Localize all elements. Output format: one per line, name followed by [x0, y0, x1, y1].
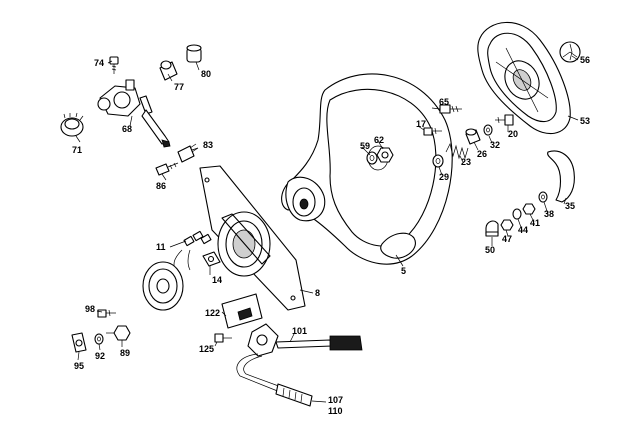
part-14-clip [202, 251, 221, 267]
part-98-screw [97, 309, 116, 318]
part-89-bolt [106, 325, 131, 341]
part-59-washer [366, 151, 378, 165]
callout-14: 14 [212, 275, 222, 285]
callout-labels: 74 80 77 68 71 83 86 11 14 8 5 62 59 65 … [72, 55, 590, 416]
callout-5: 5 [401, 266, 406, 276]
part-11-wire-connectors [173, 230, 212, 271]
part-74-bolt [109, 56, 119, 74]
part-20-bolt [495, 114, 514, 126]
part-53-horn-pad [477, 21, 571, 135]
callout-20: 20 [508, 129, 518, 139]
part-23-spring [445, 142, 469, 160]
callout-92: 92 [95, 351, 105, 361]
part-44-washer [512, 208, 522, 220]
callout-74: 74 [94, 58, 104, 68]
part-50-cap-nut [485, 220, 499, 237]
part-125-screw [214, 333, 232, 343]
callout-89: 89 [120, 348, 130, 358]
part-29-washer [432, 154, 444, 168]
callout-77: 77 [174, 82, 184, 92]
part-56-emblem [559, 41, 581, 63]
part-77-sleeve [159, 60, 178, 81]
callout-26: 26 [477, 149, 487, 159]
part-8-column-plate [199, 165, 306, 311]
part-41-nut [522, 203, 536, 215]
callout-107: 107 [328, 395, 343, 405]
part-47-nut [500, 219, 514, 231]
callout-83: 83 [203, 140, 213, 150]
callout-35: 35 [565, 201, 575, 211]
callout-29: 29 [439, 172, 449, 182]
callout-50: 50 [485, 245, 495, 255]
part-83-plug [177, 143, 199, 163]
callout-23: 23 [461, 157, 471, 167]
part-26-bushing [465, 128, 481, 145]
callout-86: 86 [156, 181, 166, 191]
part-107-connector [275, 383, 313, 407]
part-68-switch-assembly [97, 79, 171, 148]
callout-80: 80 [201, 69, 211, 79]
horn-contact-disc [142, 261, 184, 311]
callout-98: 98 [85, 304, 95, 314]
part-95-block [71, 332, 87, 353]
callout-110: 110 [328, 406, 343, 416]
callout-38: 38 [544, 209, 554, 219]
callout-32: 32 [490, 140, 500, 150]
part-71-connector [60, 112, 84, 137]
callout-101: 101 [292, 326, 307, 336]
callout-56: 56 [580, 55, 590, 65]
leader-lines [75, 55, 579, 403]
part-86-screw [155, 162, 179, 176]
callout-47: 47 [502, 234, 512, 244]
callout-71: 71 [72, 145, 82, 155]
part-122-cover [221, 293, 263, 329]
part-35-trim [547, 150, 575, 203]
callout-17: 17 [416, 119, 426, 129]
callout-59: 59 [360, 141, 370, 151]
part-80-bushing [186, 44, 202, 63]
callout-68: 68 [122, 124, 132, 134]
callout-41: 41 [530, 218, 540, 228]
callout-53: 53 [580, 116, 590, 126]
part-17-screw [423, 127, 442, 136]
callout-62: 62 [374, 135, 384, 145]
callout-125: 125 [199, 344, 214, 354]
callout-11: 11 [156, 242, 166, 252]
callout-122: 122 [205, 308, 220, 318]
part-38-washer [538, 191, 548, 203]
callout-95: 95 [74, 361, 84, 371]
callout-44: 44 [518, 225, 528, 235]
part-32-washer [483, 124, 493, 136]
callout-8: 8 [315, 288, 320, 298]
part-62-nut [376, 147, 394, 163]
part-92-washer [94, 333, 104, 345]
callout-65: 65 [439, 97, 449, 107]
part-5-steering-wheel [281, 73, 453, 265]
